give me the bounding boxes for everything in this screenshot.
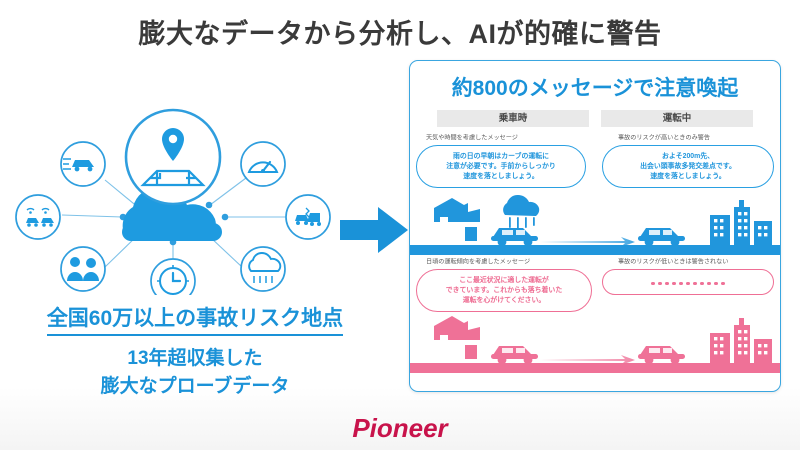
bubble-line: 速度を落としましょう。 [463, 173, 539, 180]
scene-pink: 日頃の運転傾向を考慮したメッセージ ここ最近状況に適した運転が できています。こ… [410, 255, 780, 373]
panel-heading: 約800のメッセージで注意喚起 [451, 77, 739, 100]
bubble-line: ここ最近状況に適した運転が [459, 277, 549, 284]
risk-points-caption: 全国60万以上の事故リスク地点 [46, 302, 344, 336]
v2v-cars-wifi-icon [15, 194, 61, 240]
cloud-icon [122, 186, 222, 241]
scene-blue: 天気や時間を考慮したメッセージ 雨の日の早朝はカーブの運転に 注意が必要です。手… [410, 127, 780, 255]
placeholder-dots [607, 276, 769, 289]
bubble-line: 雨の日の早朝はカーブの運転に [452, 153, 550, 160]
caption-weather-message: 天気や時間を考慮したメッセージ [426, 134, 518, 142]
bubble-weather-message: 雨の日の早朝はカーブの運転に 注意が必要です。手前からしっかり 速度を落としまし… [416, 145, 586, 188]
bubble-line: 速度を落としましょう。 [650, 173, 726, 180]
probe-data-caption-line2: 膨大なプローブデータ [100, 376, 290, 397]
caption-driving-habit-message: 日頃の運転傾向を考慮したメッセージ [426, 258, 531, 266]
speedometer-icon [240, 141, 286, 187]
map-pin-icon [124, 108, 222, 206]
pioneer-wordmark: Pioneer [352, 414, 449, 443]
page-title: 膨大なデータから分析し、AIが的確に警告 [138, 19, 662, 49]
tab-boarding[interactable]: 乗車時 [437, 110, 589, 127]
caption-low-risk-no-warning: 事故のリスクが低いときは警告されない [618, 258, 729, 266]
people-icon [60, 246, 106, 292]
bubble-high-risk-warning: およそ200m先、 出会い頭事故多発交差点です。 速度を落としましょう。 [602, 145, 774, 188]
rain-cloud-icon [240, 246, 286, 292]
bubble-line: できています。これからも落ち着いた [445, 287, 563, 294]
message-panel: 約800のメッセージで注意喚起 乗車時 運転中 天気や時間を考慮したメッセージ … [409, 60, 781, 392]
city-scene-pink [410, 316, 780, 373]
bubble-line: 運転を心がけてください。 [462, 297, 546, 304]
probe-data-caption-line1: 13年超収集した [127, 348, 263, 369]
pioneer-logo: Pioneer [0, 413, 800, 449]
bubble-low-risk-no-warning [602, 269, 774, 296]
right-arrow-icon [336, 200, 416, 260]
clock-icon [150, 258, 196, 295]
bubble-line: 注意が必要です。手前からしっかり [446, 163, 556, 170]
bubble-line: 出会い頭事故多発交差点です。 [640, 163, 736, 170]
bubble-driving-habit-message: ここ最近状況に適した運転が できています。これからも落ち着いた 運転を心がけてく… [416, 269, 592, 312]
left-caption-block: 全国60万以上の事故リスク地点 13年超収集した 膨大なプローブデータ [0, 302, 390, 398]
tab-driving[interactable]: 運転中 [601, 110, 753, 127]
panel-tabs: 乗車時 運転中 [410, 110, 780, 127]
collision-icon [285, 194, 331, 240]
caption-high-risk-warning: 事故のリスクが高いときのみ警告 [618, 134, 711, 142]
speeding-car-icon [60, 141, 106, 187]
bubble-line: およそ200m先、 [661, 153, 715, 160]
data-sources-diagram [10, 95, 340, 295]
city-scene-blue [410, 194, 780, 255]
